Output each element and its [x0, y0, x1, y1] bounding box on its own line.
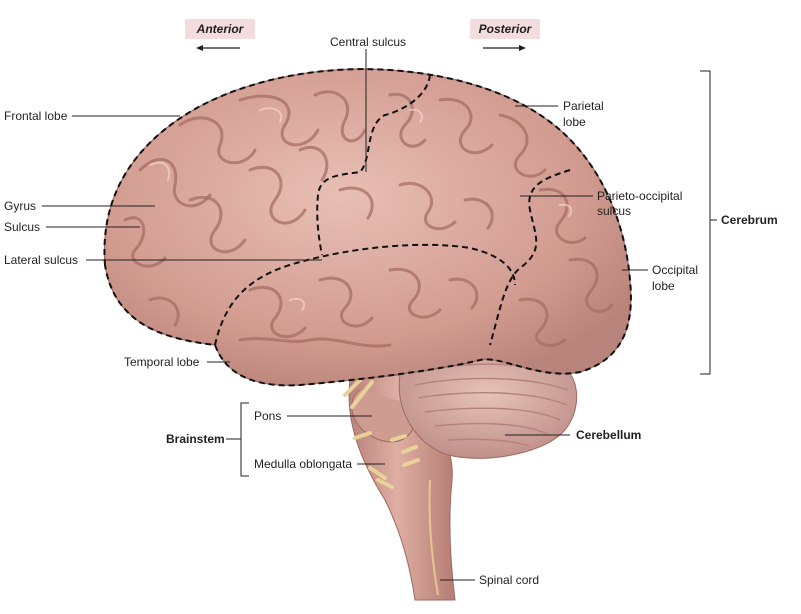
- label-temporal-lobe: Temporal lobe: [124, 355, 200, 369]
- label-occipital-lobe-line1: Occipital: [652, 263, 698, 277]
- label-parietal-lobe-line1: Parietal: [563, 99, 604, 113]
- label-parieto-occipital-line2: sulcus: [597, 204, 631, 218]
- brainstem-bracket: [226, 402, 249, 477]
- lateral-sulcus-boundary: [214, 243, 516, 346]
- label-parieto-occipital-line1: Parieto-occipital: [597, 189, 682, 203]
- nerve-root: [353, 431, 372, 440]
- nerve-fiber: [428, 479, 439, 596]
- nerve-root: [402, 458, 420, 467]
- anterior-indicator: Anterior: [185, 19, 255, 51]
- cerebrum-illustration: [103, 68, 632, 387]
- central-sulcus-boundary: [316, 74, 431, 256]
- folia-line: [417, 392, 568, 406]
- cerebrum-shape: [103, 68, 632, 386]
- label-frontal-lobe: Frontal lobe: [4, 109, 68, 123]
- leader-lines: [42, 49, 648, 581]
- label-cerebrum: Cerebrum: [721, 213, 778, 227]
- posterior-tag: [470, 19, 540, 39]
- label-gyrus: Gyrus: [4, 199, 36, 213]
- posterior-label: Posterior: [479, 22, 533, 36]
- nerve-root: [368, 466, 387, 480]
- posterior-indicator: Posterior: [470, 19, 540, 51]
- labels: Central sulcus Frontal lobe Parietal lob…: [4, 35, 778, 587]
- nerve-root: [376, 478, 394, 489]
- nerve-root: [401, 445, 418, 454]
- folia-line: [434, 422, 549, 435]
- brainstem-bracket-line: [240, 402, 249, 477]
- label-pons: Pons: [254, 409, 281, 423]
- label-lateral-sulcus: Lateral sulcus: [4, 253, 78, 267]
- cerebrum-outline-dashed: [103, 68, 632, 387]
- label-sulcus: Sulcus: [4, 220, 40, 234]
- right-arrow-icon: [519, 45, 526, 51]
- anterior-label: Anterior: [196, 22, 245, 36]
- folia-line: [414, 377, 569, 391]
- label-central-sulcus: Central sulcus: [330, 35, 406, 49]
- label-medulla-oblongata: Medulla oblongata: [254, 457, 352, 471]
- cerebrum-bracket-line: [700, 70, 711, 375]
- nerve-root: [350, 380, 374, 409]
- folia-line: [424, 407, 561, 421]
- parieto-occipital-boundary: [489, 169, 571, 346]
- nerve-root: [343, 378, 362, 397]
- label-cerebellum: Cerebellum: [576, 428, 641, 442]
- label-occipital-lobe-line2: lobe: [652, 279, 675, 293]
- gyri-texture: [123, 90, 614, 348]
- label-brainstem: Brainstem: [166, 432, 225, 446]
- anterior-tag: [185, 19, 255, 39]
- label-spinal-cord: Spinal cord: [479, 573, 539, 587]
- cerebrum-bracket: [700, 70, 717, 375]
- nerve-root: [390, 434, 407, 442]
- left-arrow-icon: [196, 45, 203, 51]
- folia-line: [447, 438, 531, 447]
- label-parietal-lobe-line2: lobe: [563, 115, 586, 129]
